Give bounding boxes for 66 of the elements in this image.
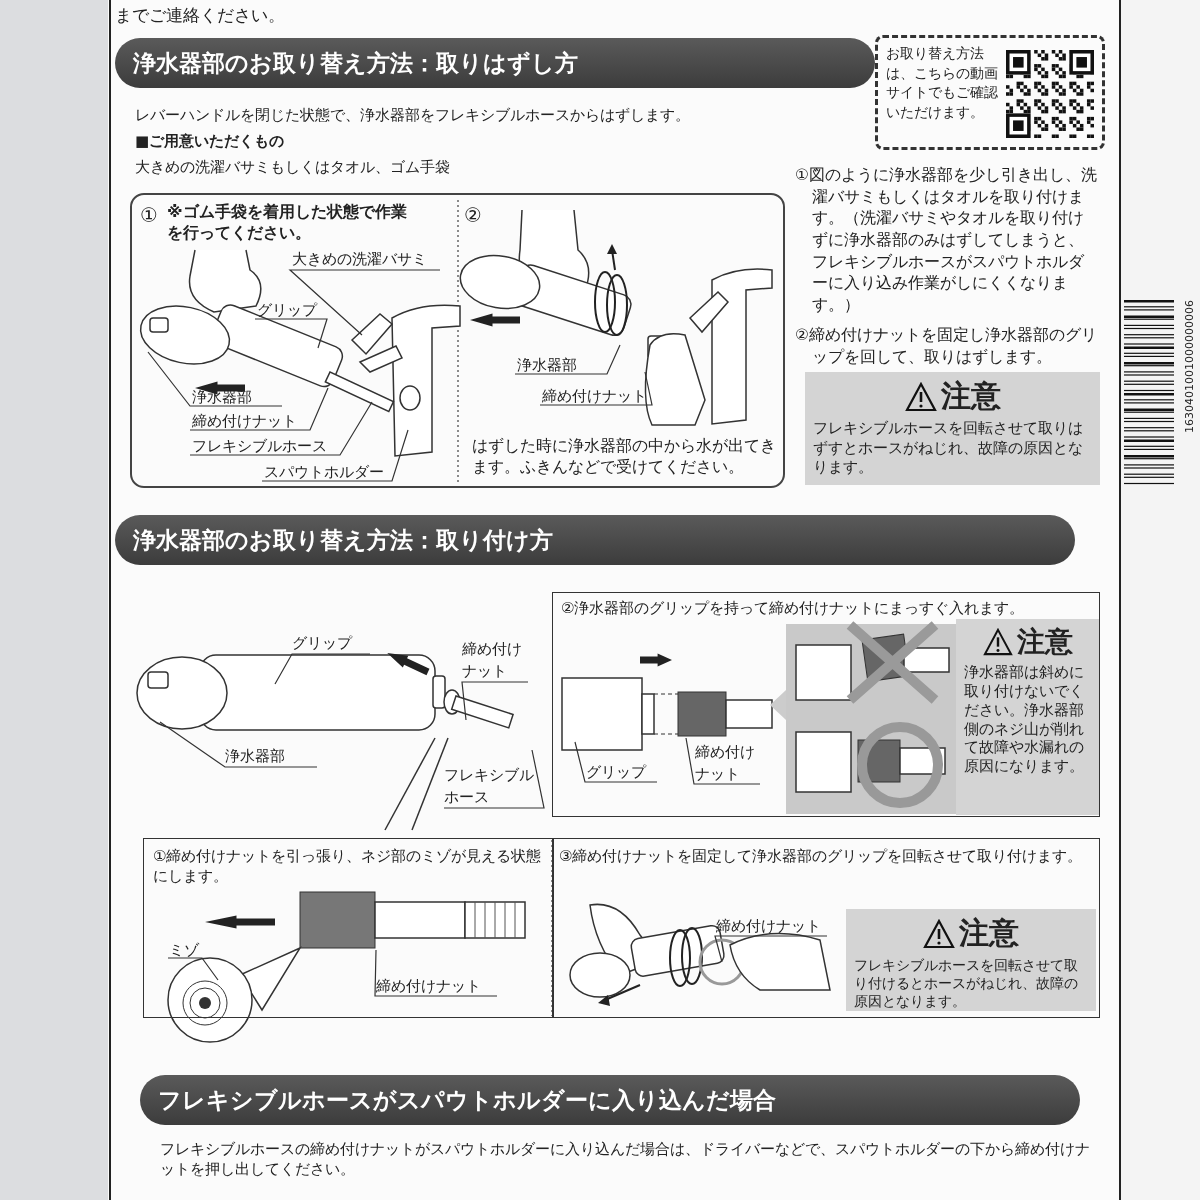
instruction-text: ①図のように浄水器部を少し引き出し、洗濯バサミもしくはタオルを取り付けます。（洗濯バサミやタオルを取り付けずに浄水器部のみはずしてしまうと、フレキシブルホースがスパウトホルダーに入り込み作業がしにくくなります。） bbox=[795, 165, 1098, 317]
leader-line bbox=[574, 741, 658, 783]
leader-line bbox=[374, 949, 498, 997]
step-number: ② bbox=[464, 202, 483, 228]
instruction-text: 大きめの洗濯バサミもしくはタオル、ゴム手袋 bbox=[135, 158, 451, 178]
part-label: 締め付けナット bbox=[376, 975, 498, 997]
step-instruction: ①締め付けナットを引っ張り、ネジ部のミゾが見える状態にします。 bbox=[153, 847, 543, 886]
part-label: 締め付けナット bbox=[192, 410, 312, 432]
part-label: 締め付けナット bbox=[695, 741, 761, 785]
step-panel bbox=[143, 838, 553, 1018]
part-label: グリップ bbox=[586, 761, 658, 783]
leader-line bbox=[539, 371, 653, 406]
leader-line bbox=[261, 429, 409, 482]
section-heading-band: フレキシブルホースがスパウトホルダーに入り込んだ場合 bbox=[140, 1075, 1080, 1125]
step-panel bbox=[552, 592, 1100, 817]
step-instruction: ※ゴム手袋を着用した状態で作業を行ってください。 bbox=[167, 202, 408, 244]
part-label: ミゾ bbox=[169, 939, 203, 959]
caution-text: フレキシブルホースを回転させて取りはずすとホースがねじれ、故障の原因となります。 bbox=[812, 418, 1084, 478]
part-label: フレキシブルホース bbox=[192, 435, 342, 457]
part-label: フレキシブルホース bbox=[444, 764, 544, 808]
leader-line bbox=[254, 318, 328, 349]
part-label: 締め付けナット bbox=[716, 915, 828, 937]
caution-text: フレキシブルホースを回転させて取り付けるとホースがねじれ、故障の原因となります。 bbox=[853, 956, 1079, 1012]
instruction-text: レバーハンドルを閉じた状態で、浄水器部をフレキシブルホースからはずします。 bbox=[135, 106, 691, 126]
part-label: 締め付けナット bbox=[542, 385, 654, 407]
step-panel bbox=[130, 193, 785, 488]
leader-line bbox=[159, 721, 318, 768]
leader-line bbox=[461, 681, 529, 721]
caution-box bbox=[805, 372, 1100, 485]
qr-note: お取り替え方法は、こちらの動画サイトでもご確認いただけます。 bbox=[886, 44, 998, 122]
caution-box bbox=[846, 909, 1096, 1011]
part-label: 大きめの洗濯バサミ bbox=[292, 248, 442, 272]
leader-line bbox=[167, 957, 219, 981]
leader-line bbox=[288, 269, 441, 336]
leader-line bbox=[147, 351, 283, 407]
barcode-number: 1630401001000000006 bbox=[1183, 300, 1197, 433]
section-heading-band: 浄水器部のお取り替え方法：取り付け方 bbox=[115, 515, 1075, 565]
part-label: グリップ bbox=[257, 299, 329, 321]
leader-line bbox=[443, 749, 545, 809]
part-label: 浄水器部 bbox=[225, 745, 317, 767]
part-label: 締め付けナット bbox=[462, 638, 528, 682]
step-instruction: ②浄水器部のグリップを持って締め付けナットにまっすぐ入れます。 bbox=[561, 599, 1026, 619]
leader-line bbox=[685, 737, 761, 785]
part-label: スパウトホルダー bbox=[264, 461, 394, 483]
instruction-text: フレキシブルホースの締め付けナットがスパウトホルダーに入り込んだ場合は、ドライバーなどで、スパウトホルダーの下から締め付けナットを押し出してください。 bbox=[160, 1140, 1090, 1179]
caution-heading: 注意 bbox=[1016, 624, 1073, 660]
section-heading-band: 浄水器部のお取り替え方法：取りはずし方 bbox=[115, 38, 875, 88]
instruction-text: ■ご用意いただくもの bbox=[135, 132, 286, 152]
step-number: ① bbox=[140, 202, 159, 228]
part-label: グリップ bbox=[292, 632, 370, 654]
step-instruction: はずした時に浄水器部の中から水が出てきます。ふきんなどで受けてください。 bbox=[472, 436, 777, 478]
caution-heading: 注意 bbox=[959, 914, 1019, 952]
note-text: までご連絡ください。 bbox=[115, 4, 286, 27]
step-instruction: ③締め付けナットを固定して浄水器部のグリップを回転させて取り付けます。 bbox=[559, 847, 1084, 867]
leader-line bbox=[274, 653, 371, 685]
leader-line bbox=[514, 344, 621, 375]
leader-line bbox=[714, 935, 828, 963]
leader-line bbox=[189, 401, 373, 456]
caution-text: 浄水器部は斜めに取り付けないでください。浄水器部側のネジ山が削れて故障や水漏れの原因になります。 bbox=[963, 663, 1085, 777]
leader-line bbox=[189, 387, 329, 431]
part-label: 浄水器部 bbox=[517, 354, 609, 376]
instruction-text: ②締め付けナットを固定し浄水器部のグリップを回して、取りはずします。 bbox=[795, 325, 1098, 368]
caution-box bbox=[956, 619, 1099, 815]
qr-code-box bbox=[875, 35, 1105, 150]
caution-heading: 注意 bbox=[940, 377, 1001, 415]
step-panel bbox=[553, 838, 1100, 1018]
